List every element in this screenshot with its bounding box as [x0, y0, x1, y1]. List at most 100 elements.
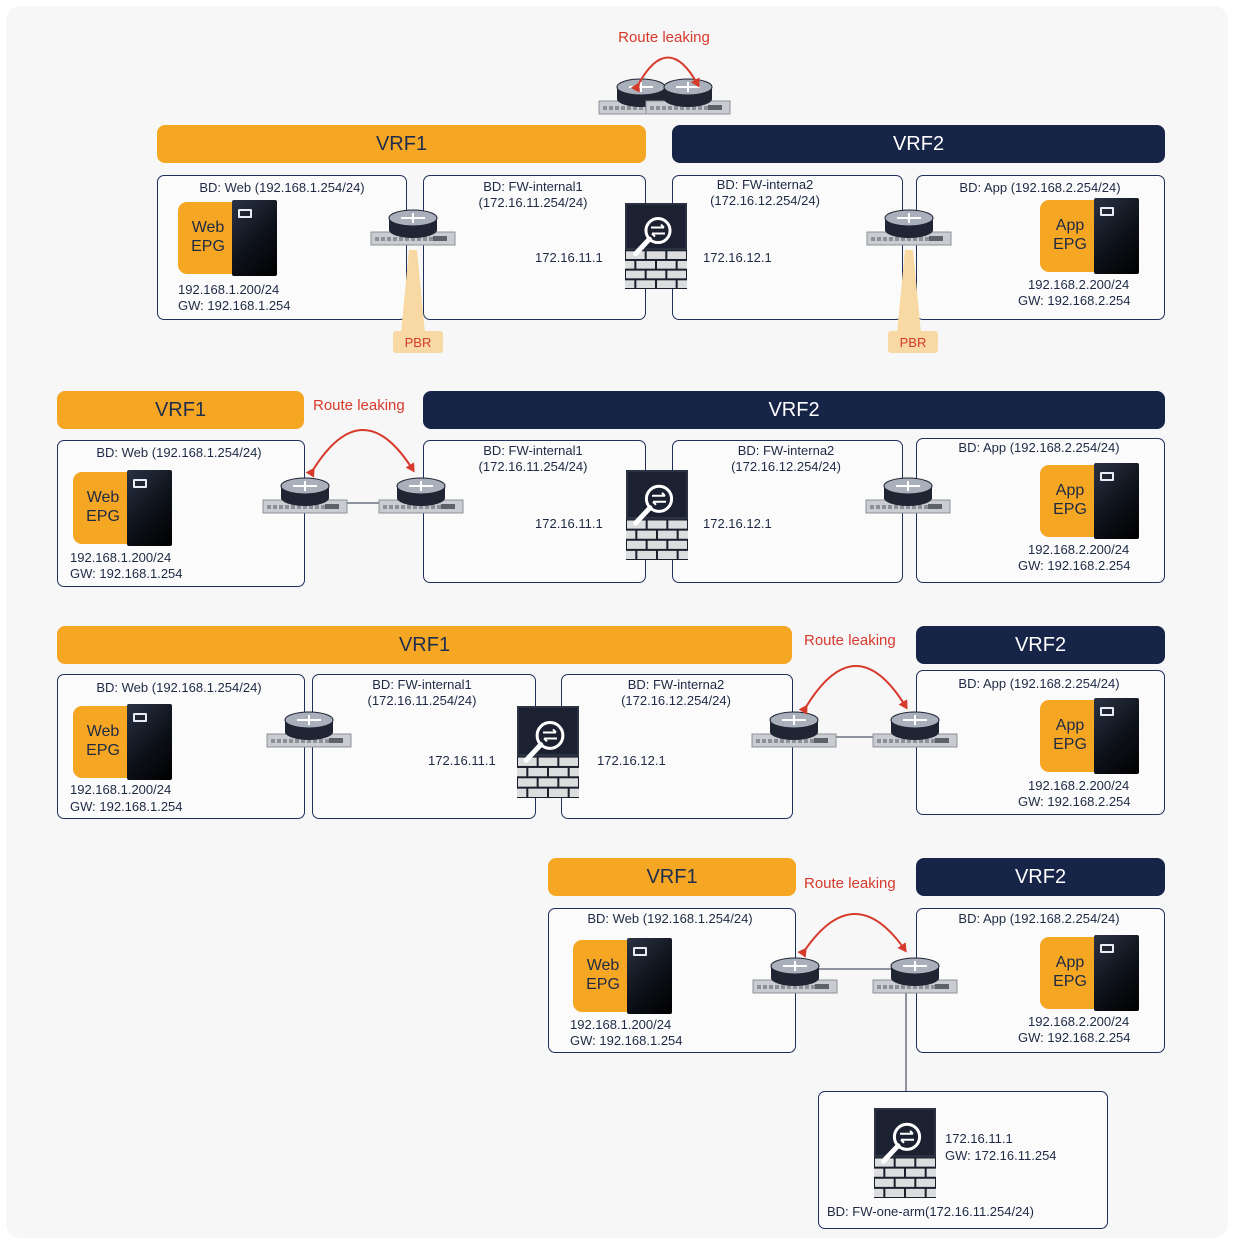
epg-label-line2: EPG: [1053, 736, 1087, 753]
bd-fw-internal1-subnet: (172.16.11.254/24): [367, 693, 477, 708]
bd-fw-one-arm-box: [818, 1091, 1108, 1229]
bd-web-label: BD: Web (192.168.1.254/24): [96, 445, 262, 460]
firewall-icon: [626, 470, 688, 560]
route-leaking-arrow-icon: [797, 913, 907, 958]
web-gw: GW: 192.168.1.254: [570, 1033, 683, 1048]
bd-web-label: BD: Web (192.168.1.254/24): [199, 180, 365, 195]
vrf2-bar: VRF2: [423, 391, 1165, 429]
epg-label-line1: App: [1055, 954, 1085, 971]
web-ip: 192.168.1.200/24: [70, 782, 172, 797]
bd-app-label: BD: App (192.168.2.254/24): [959, 180, 1121, 195]
bd-app-label: BD: App (192.168.2.254/24): [958, 911, 1120, 926]
route-leaking-label: Route leaking: [804, 632, 896, 649]
route-leaking-arrow-icon: [798, 665, 908, 715]
router-icon: [866, 209, 952, 246]
pbr-callout: [897, 250, 921, 333]
router-icon: [378, 477, 464, 514]
vrf2-bar: VRF2: [672, 125, 1165, 163]
epg-label-line2: EPG: [1053, 973, 1087, 990]
web-gw: GW: 192.168.1.254: [70, 799, 183, 814]
app-epg: App EPG: [1040, 198, 1140, 274]
fw-ip-internal1: 172.16.11.1: [535, 516, 603, 531]
bd-fw-internal2-box: [672, 440, 903, 583]
router-icon: [872, 711, 958, 748]
bd-fw-internal2-label: BD: FW-interna2: [627, 677, 725, 692]
server-slot: [133, 479, 147, 488]
bd-app-label: BD: App (192.168.2.254/24): [958, 676, 1120, 691]
route-leaking-label: Route leaking: [618, 29, 710, 46]
pbr-label-left: PBR: [393, 331, 443, 353]
server-slot: [1100, 472, 1114, 481]
server-slot: [1100, 707, 1114, 716]
app-ip: 192.168.2.200/24: [1028, 778, 1130, 793]
app-gw: GW: 192.168.2.254: [1018, 1030, 1131, 1045]
web-epg: Web EPG: [73, 704, 173, 780]
app-epg: App EPG: [1040, 935, 1140, 1011]
app-ip: 192.168.2.200/24: [1028, 277, 1130, 292]
vrf2-bar: VRF2: [916, 626, 1165, 664]
bd-fw-internal1-box: [423, 175, 646, 320]
web-gw: GW: 192.168.1.254: [70, 566, 183, 581]
pbr-callout: [401, 250, 425, 333]
fw-ip-internal1: 172.16.11.1: [535, 250, 603, 265]
fw-ip-internal2: 172.16.12.1: [597, 753, 666, 768]
route-leaking-arrow-icon: [305, 429, 415, 478]
web-ip: 192.168.1.200/24: [570, 1017, 672, 1032]
route-leaking-label: Route leaking: [313, 397, 405, 414]
router-icon: [370, 209, 456, 246]
epg-label-line1: Web: [191, 219, 225, 236]
firewall-icon: [517, 706, 579, 798]
web-epg: Web EPG: [178, 200, 278, 276]
bd-fw-internal2-label: BD: FW-interna2: [737, 443, 835, 458]
server-slot: [133, 713, 147, 722]
fw-ip-internal2: 172.16.12.1: [703, 250, 772, 265]
router-icon: [752, 957, 838, 994]
fw-ip-internal1: 172.16.11.1: [428, 753, 496, 768]
app-epg: App EPG: [1040, 463, 1140, 539]
route-leaking-label: Route leaking: [804, 875, 896, 892]
bd-fw-internal2-box: [672, 175, 903, 320]
app-ip: 192.168.2.200/24: [1028, 1014, 1130, 1029]
router-icon: [872, 957, 958, 994]
vrf2-bar: VRF2: [916, 858, 1165, 896]
server-slot: [1100, 207, 1114, 216]
epg-label-line1: App: [1055, 482, 1085, 499]
vrf1-bar: VRF1: [57, 391, 304, 429]
bd-fw-internal2-subnet: (172.16.12.254/24): [710, 193, 820, 208]
bd-app-label: BD: App (192.168.2.254/24): [958, 440, 1120, 455]
bd-fw-internal1-subnet: (172.16.11.254/24): [478, 459, 588, 474]
bd-fw-one-arm-label: BD: FW-one-arm(172.16.11.254/24): [827, 1204, 1034, 1219]
web-epg: Web EPG: [573, 938, 673, 1014]
bd-web-label: BD: Web (192.168.1.254/24): [587, 911, 753, 926]
epg-label-line2: EPG: [191, 238, 225, 255]
epg-label-line1: Web: [86, 723, 120, 740]
bd-fw-internal1-subnet: (172.16.11.254/24): [478, 195, 588, 210]
bd-fw-internal2-subnet: (172.16.12.254/24): [621, 693, 731, 708]
fw-one-arm-gw: GW: 172.16.11.254: [945, 1148, 1057, 1163]
web-epg: Web EPG: [73, 470, 173, 546]
app-gw: GW: 192.168.2.254: [1018, 794, 1131, 809]
web-ip: 192.168.1.200/24: [178, 282, 280, 297]
epg-label-line1: Web: [86, 489, 120, 506]
route-leaking-arrow-icon: [630, 56, 700, 93]
firewall-icon: [625, 203, 687, 289]
router-icon: [262, 477, 348, 514]
epg-label-line2: EPG: [86, 508, 120, 525]
server-slot: [1100, 944, 1114, 953]
bd-fw-internal1-label: BD: FW-internal1: [483, 179, 583, 194]
bd-fw-internal1-label: BD: FW-internal1: [372, 677, 472, 692]
server-slot: [238, 209, 252, 218]
app-gw: GW: 192.168.2.254: [1018, 293, 1131, 308]
router-icon: [751, 711, 837, 748]
app-gw: GW: 192.168.2.254: [1018, 558, 1131, 573]
vrf1-bar: VRF1: [157, 125, 646, 163]
bd-fw-internal2-label: BD: FW-interna2: [716, 177, 814, 192]
epg-label-line1: App: [1055, 217, 1085, 234]
epg-label-line2: EPG: [1053, 501, 1087, 518]
router-icon: [865, 477, 951, 514]
epg-label-line1: Web: [586, 957, 620, 974]
epg-label-line2: EPG: [1053, 236, 1087, 253]
server-slot: [633, 947, 647, 956]
firewall-icon: [874, 1108, 936, 1198]
